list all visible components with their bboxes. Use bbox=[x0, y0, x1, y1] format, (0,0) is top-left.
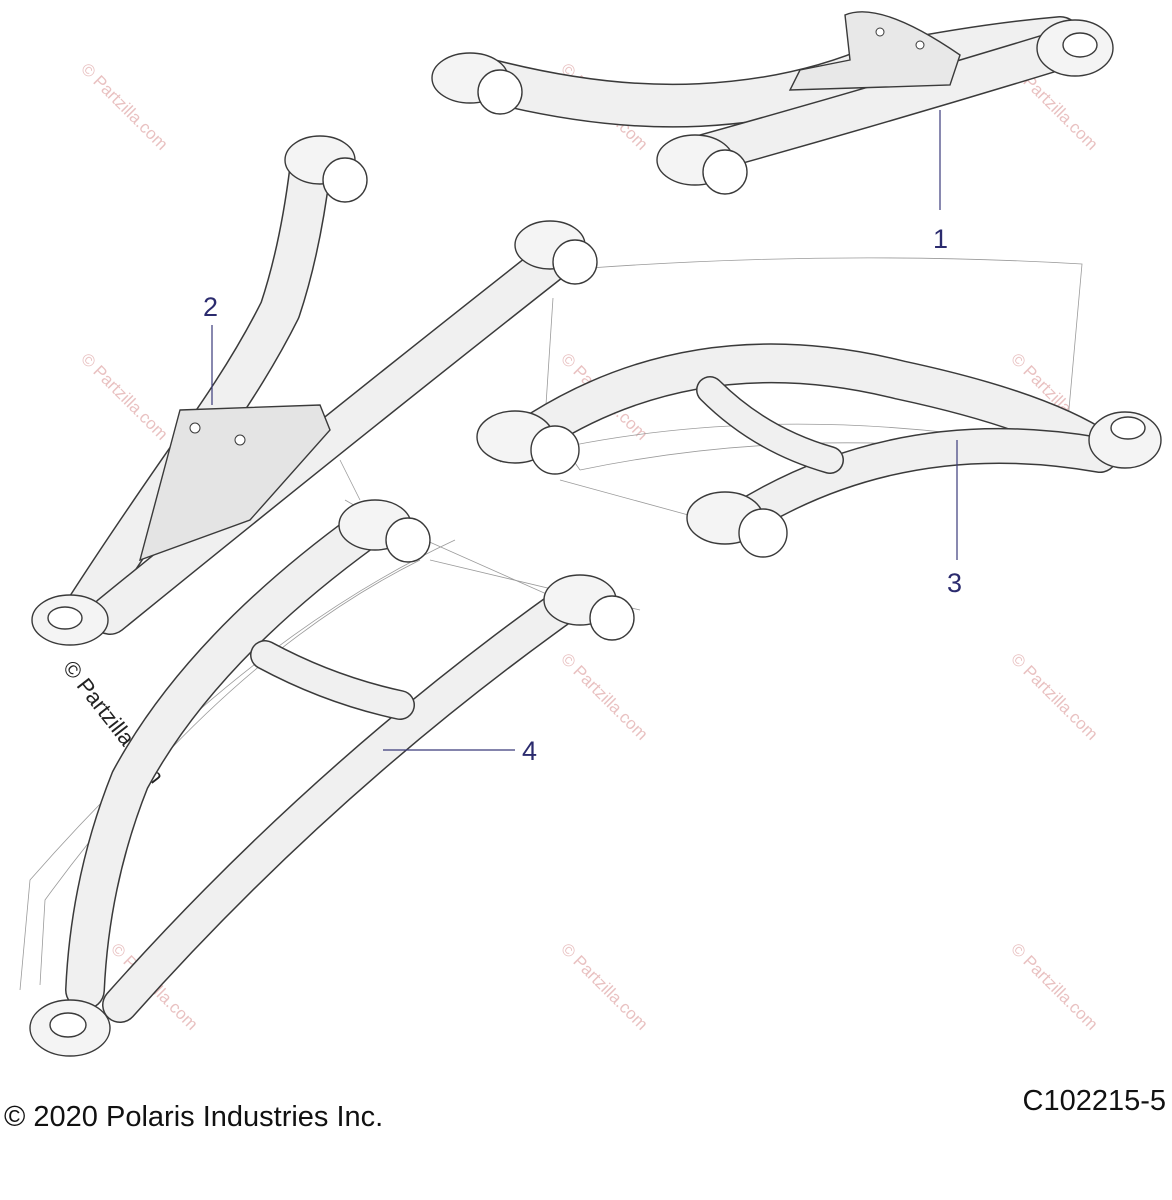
part-2-a-arm bbox=[31, 135, 598, 646]
part-4-a-arm bbox=[29, 499, 635, 1057]
callout-2: 2 bbox=[203, 292, 218, 405]
callout-number: 2 bbox=[203, 292, 218, 322]
callout-number: 4 bbox=[522, 736, 537, 766]
watermark: © Partzilla.com bbox=[1007, 649, 1101, 743]
watermark: © Partzilla.com bbox=[557, 649, 651, 743]
callout-number: 3 bbox=[947, 568, 962, 598]
callout-4: 4 bbox=[383, 736, 537, 766]
copyright-notice: © 2020 Polaris Industries Inc. bbox=[4, 1101, 384, 1133]
callout-1: 1 bbox=[933, 110, 948, 254]
drawing-code: C102215-5 bbox=[1022, 1085, 1167, 1117]
part-1-a-arm bbox=[431, 11, 1114, 195]
watermark: © Partzilla.com bbox=[77, 349, 171, 443]
watermark: © Partzilla.com bbox=[77, 59, 171, 153]
watermark: © Partzilla.com bbox=[557, 939, 651, 1033]
watermark: © Partzilla.com bbox=[1007, 939, 1101, 1033]
callout-number: 1 bbox=[933, 224, 948, 254]
callout-3: 3 bbox=[947, 440, 962, 598]
part-3-a-arm bbox=[476, 343, 1162, 558]
